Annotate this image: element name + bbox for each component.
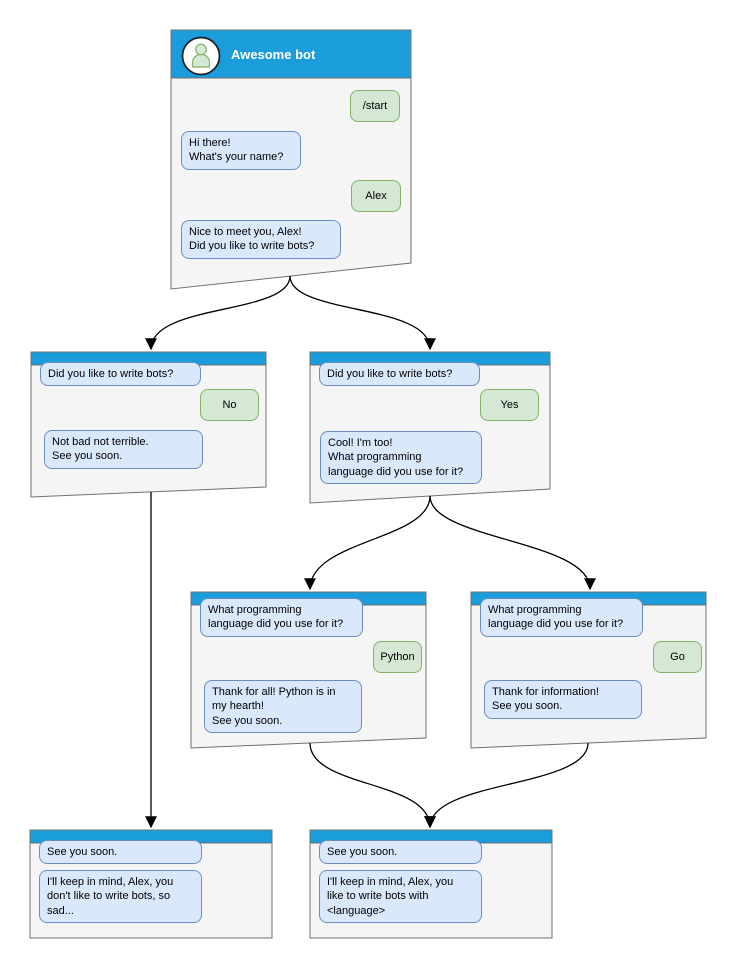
- bot-message-repeat-question: Did you like to write bots?: [40, 362, 201, 387]
- bot-message-repeat-question: Did you like to write bots?: [319, 362, 480, 387]
- bot-message-see-you-soon: See you soon.: [39, 840, 202, 865]
- bot-message-end-no: I'll keep in mind, Alex, you don't like …: [39, 870, 202, 923]
- edge-yes-to-python: [304, 495, 431, 591]
- bot-title: Awesome bot: [231, 47, 316, 62]
- user-message-python: Python: [373, 641, 422, 674]
- bot-message-greeting: Hi there! What's your name?: [181, 131, 301, 170]
- edge-python-to-end: [309, 742, 436, 829]
- bot-message-no-reply: Not bad not terrible. See you soon.: [44, 430, 203, 469]
- user-message-yes: Yes: [480, 389, 539, 422]
- bot-message-end-yes: I'll keep in mind, Alex, you like to wri…: [319, 870, 482, 923]
- bot-message-python-reply: Thank for all! Python is in my hearth! S…: [204, 680, 362, 733]
- bot-message-go-reply: Thank for information! See you soon.: [484, 680, 642, 719]
- user-message-go: Go: [653, 641, 702, 674]
- edge-root-to-no: [145, 275, 291, 351]
- bot-message-language-question: What programming language did you use fo…: [480, 598, 643, 637]
- bot-message-language-question: What programming language did you use fo…: [200, 598, 363, 637]
- edge-go-to-end: [424, 742, 589, 829]
- user-message-start: /start: [350, 90, 400, 123]
- bot-message-see-you-soon: See you soon.: [319, 840, 482, 865]
- user-message-name: Alex: [351, 180, 401, 213]
- user-message-no: No: [200, 389, 259, 422]
- bot-message-question: Nice to meet you, Alex! Did you like to …: [181, 220, 341, 259]
- bot-message-yes-reply: Cool! I'm too! What programming language…: [320, 431, 482, 484]
- person-icon: [191, 43, 211, 68]
- edge-root-to-yes: [289, 275, 436, 351]
- edge-yes-to-go: [429, 495, 596, 591]
